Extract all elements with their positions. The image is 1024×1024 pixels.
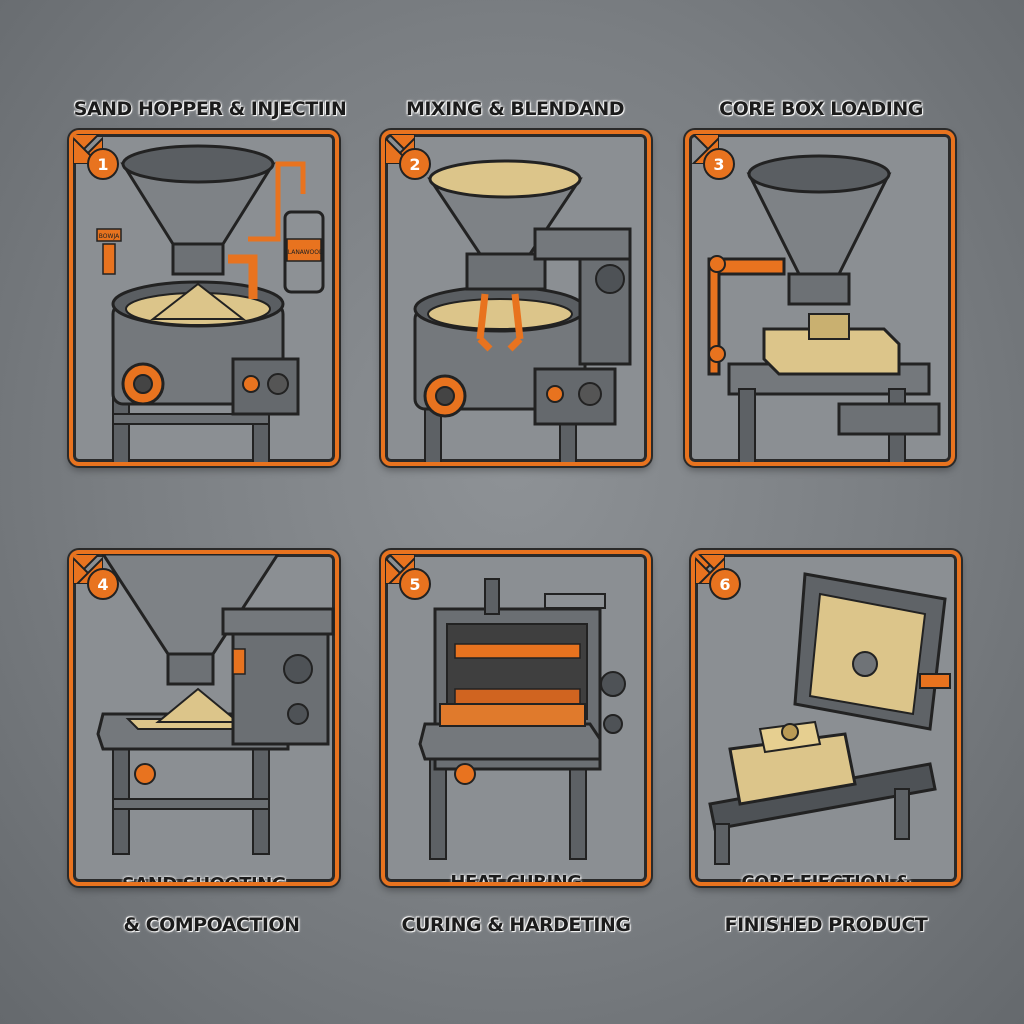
core-ejection-finished-illustration [708,572,951,865]
tank-label: LLANAWOOD [284,249,324,256]
sand-hopper-injection-illustration: LLANAWOOD BOWJA [96,144,325,462]
step-4-card: 4 SAND SHOOTING [69,550,339,886]
step-3-badge: 3 [703,148,735,180]
heat-curing-illustration [418,578,626,860]
step-1-title: SAND HOPPER & INJECTIIN [73,98,347,120]
mixing-blending-illustration [413,159,632,462]
step-2-badge: 2 [399,148,431,180]
step-5-card: 5 HEAT CURING [381,550,651,886]
step-1-card: 1 LLANAWOOD BOWJA [69,130,339,466]
step-6-badge: 6 [709,568,741,600]
step-3-card: 3 [685,130,955,466]
step-5-subtitle: CURING & HARDETING [401,914,631,936]
step-5-badge: 5 [399,568,431,600]
step-4-subtitle: & COMPOACTION [123,914,301,936]
step-4-badge: 4 [87,568,119,600]
step-6-card: 6 CORE EJECTION & [691,550,961,886]
sand-shooting-compaction-illustration [96,554,335,855]
step-3-title: CORE BOX LOADING [719,98,923,120]
step-5-title: HEAT CURING [450,872,582,886]
step-2-title: MIXING & BLENDAND [405,98,625,120]
step-6-subtitle: FINISHED PRODUCT [724,914,928,936]
step-1-badge: 1 [87,148,119,180]
step-6-title: CORE EJECTION & [741,872,911,886]
gauge-label: BOWJA [99,233,120,240]
step-4-title: SAND SHOOTING [121,874,287,886]
core-box-loading-illustration [707,154,941,462]
step-2-card: 2 [381,130,651,466]
